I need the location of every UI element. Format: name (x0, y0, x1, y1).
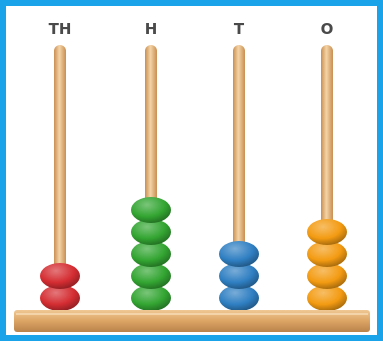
bead-th-2 (40, 263, 80, 289)
column-label-th: TH (49, 20, 72, 38)
column-label-o: O (321, 20, 334, 38)
column-label-h: H (145, 20, 158, 38)
bead-o-4 (307, 219, 347, 245)
bead-layer (40, 197, 347, 311)
bead-h-5 (131, 197, 171, 223)
column-label-t: T (234, 20, 245, 38)
bead-t-3 (219, 241, 259, 267)
